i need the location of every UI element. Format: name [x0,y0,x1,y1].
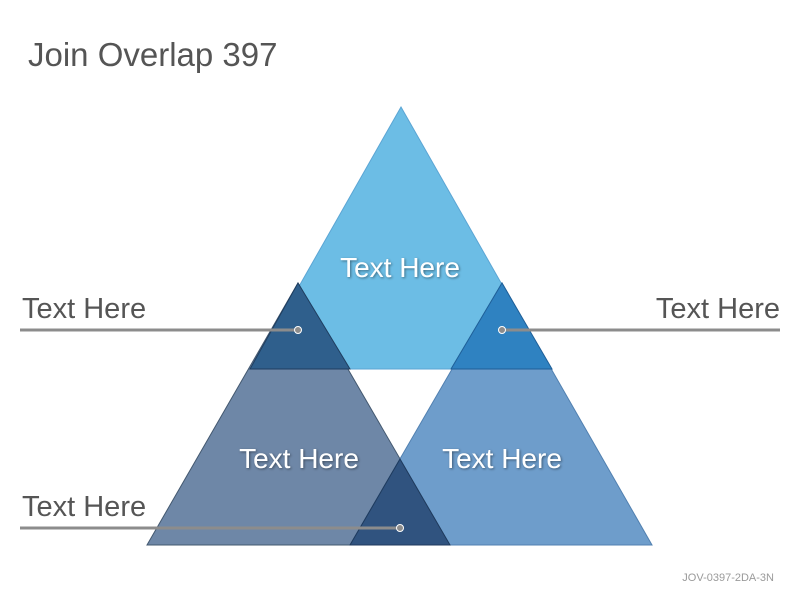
slide-title: Join Overlap 397 [28,36,278,73]
right-triangle-label: Text Here [442,443,562,474]
right-overlap [450,282,553,370]
left-triangle-label: Text Here [239,443,359,474]
callout-label-left-top: Text Here [22,293,147,325]
callout-label-left-bottom: Text Here [22,491,147,523]
slide-code: JOV-0397-2DA-3N [682,572,774,584]
bottom-overlap [349,458,451,546]
callout-dot-right-top [498,326,506,334]
callout-label-right-top: Text Here [655,293,780,325]
left-overlap [249,282,351,370]
callout-dot-left-bottom [396,524,404,532]
top-triangle [251,105,551,370]
callout-dot-left-top [294,326,302,334]
right-triangle [349,281,653,546]
left-triangle [146,282,451,546]
top-triangle-label: Text Here [340,252,460,283]
